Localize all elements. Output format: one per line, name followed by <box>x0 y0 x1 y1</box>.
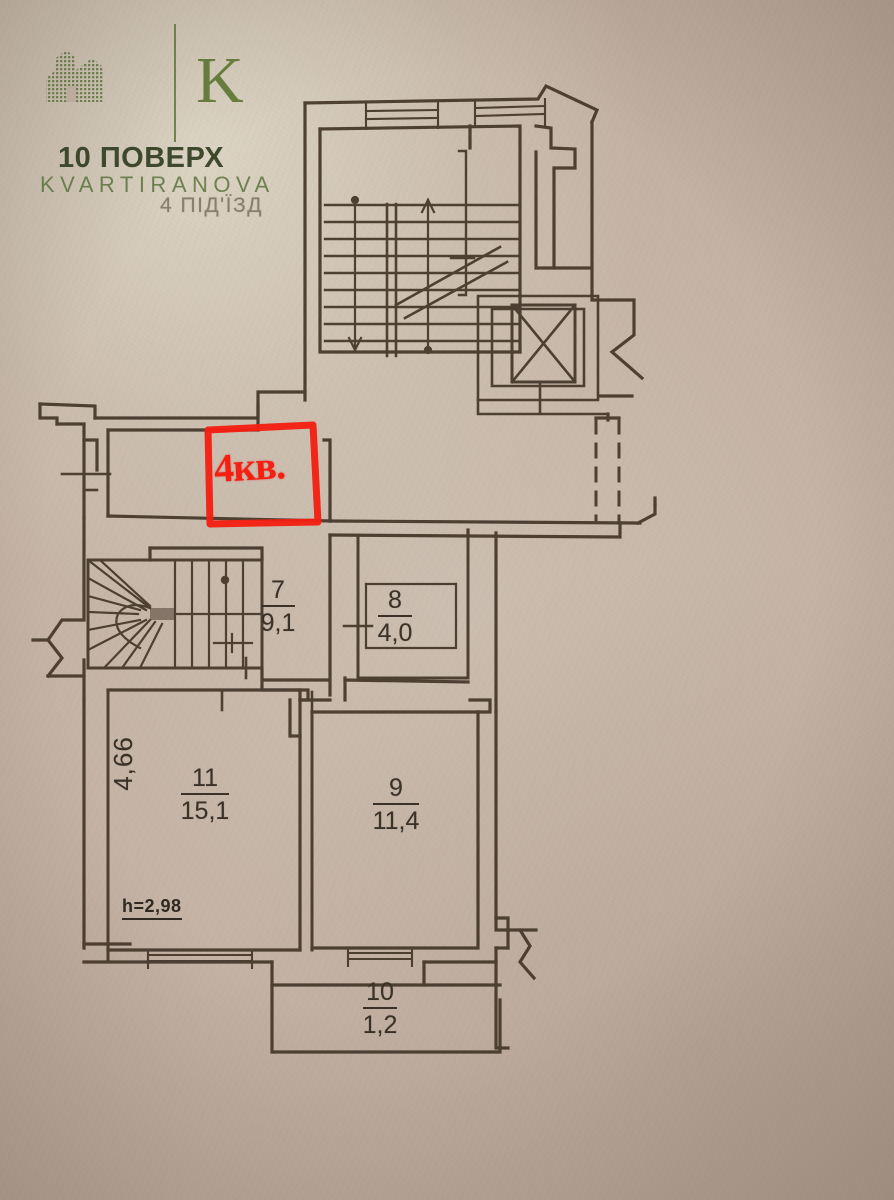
watermark-block: K 10 ПОВЕРХ KVARTIRANOVA <box>28 24 298 204</box>
room-label-11: 11 15,1 <box>165 766 245 825</box>
room-label-9: 9 11,4 <box>358 776 434 835</box>
room-area: 15,1 <box>180 797 230 825</box>
dimension-left-wall: 4,66 <box>107 736 138 791</box>
room-label-10: 10 1,2 <box>342 980 418 1039</box>
room-area: 11,4 <box>372 807 420 835</box>
room-number: 8 <box>377 588 413 617</box>
apartment-handwritten-label: 4кв. <box>212 442 286 491</box>
building-logo-icon <box>40 44 110 106</box>
ceiling-height-note: h=2,98 <box>122 896 182 920</box>
room-number: 11 <box>180 766 230 795</box>
room-number: 7 <box>260 578 296 607</box>
room-label-8: 8 4,0 <box>365 588 425 647</box>
room-label-7: 7 9,1 <box>248 578 308 637</box>
room-area: 4,0 <box>377 619 413 647</box>
entrance-caption: 4 ПІД'ЇЗД <box>160 194 263 217</box>
room-area: 9,1 <box>260 609 296 637</box>
watermark-monogram: K <box>196 44 244 117</box>
room-area: 1,2 <box>362 1011 398 1039</box>
watermark-divider <box>174 24 176 142</box>
room-number: 9 <box>372 776 420 805</box>
watermark-brand: KVARTIRANOVA <box>40 172 275 197</box>
room-number: 10 <box>362 980 398 1009</box>
watermark-floor-label: 10 ПОВЕРХ <box>58 142 225 174</box>
